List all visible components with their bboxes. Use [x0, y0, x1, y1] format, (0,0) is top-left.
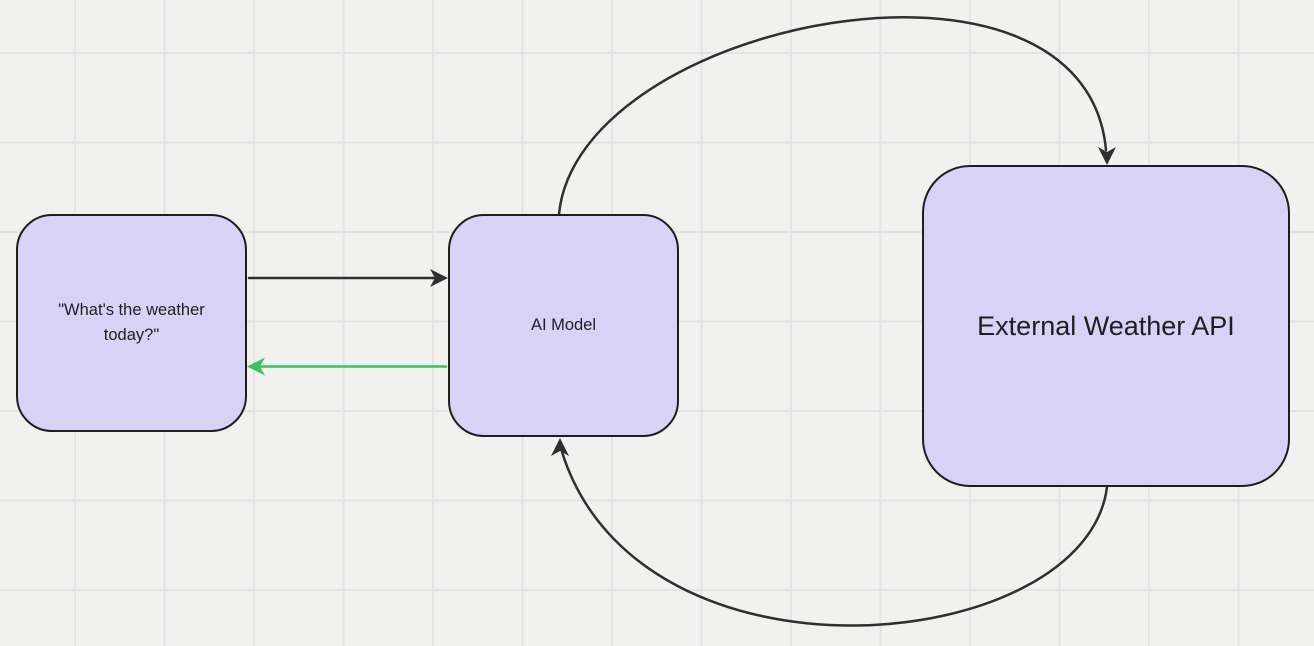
arrow-api-to-model[interactable]: [551, 438, 1109, 627]
node-user-query-label: "What's the weather today?": [58, 301, 205, 344]
arrowhead-left-icon: [247, 357, 265, 376]
arrow-model-to-api-curve[interactable]: [557, 16, 1108, 216]
arrowhead-up-icon: [551, 438, 569, 456]
node-ai-model[interactable]: AI Model: [448, 214, 679, 437]
arrowhead-down-icon: [1098, 147, 1116, 165]
arrow-model-to-query[interactable]: [247, 357, 448, 376]
node-external-weather-api-label: External Weather API: [977, 310, 1235, 341]
node-ai-model-label: AI Model: [530, 316, 597, 334]
node-external-weather-api[interactable]: External Weather API: [922, 165, 1290, 487]
arrow-model-to-api[interactable]: [557, 16, 1116, 216]
arrow-api-to-model-curve[interactable]: [560, 450, 1109, 627]
node-user-query[interactable]: "What's the weather today?": [16, 214, 247, 432]
arrow-query-to-model[interactable]: [247, 269, 448, 287]
arrowhead-right-icon: [430, 269, 448, 287]
